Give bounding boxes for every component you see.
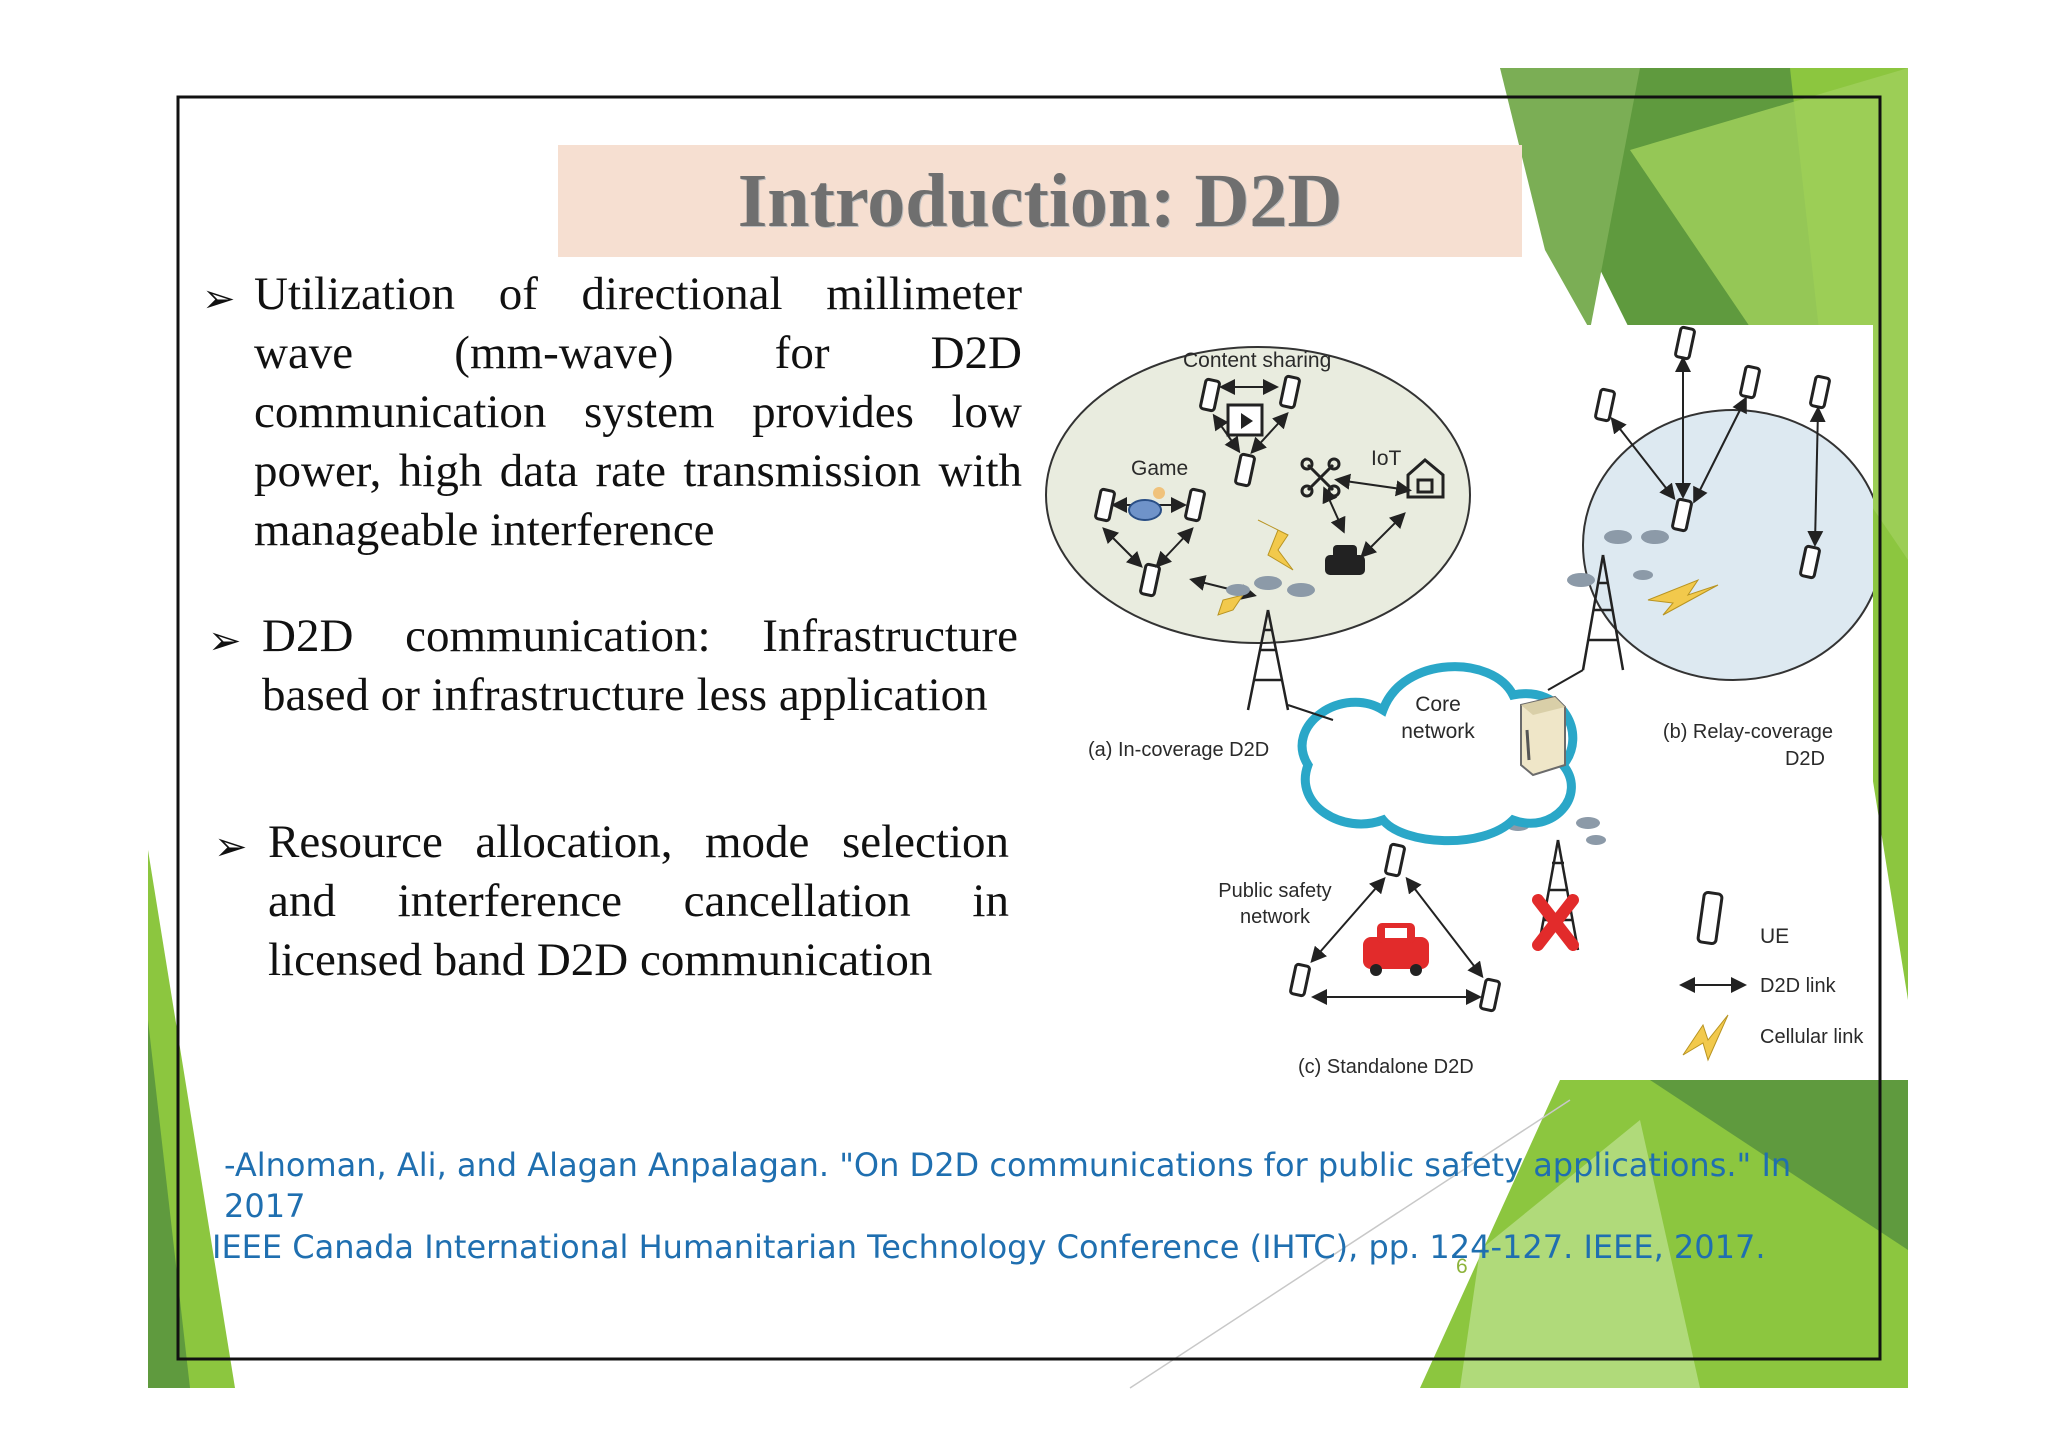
phone-icon [1479,977,1501,1013]
bullet-1-text: Utilization of directional millimeter wa… [254,268,1022,556]
legend-cellular-icon [1682,1014,1729,1062]
green-shape-bottom-dark [1650,1080,1908,1250]
label-relay-coverage-2: D2D [1785,748,1825,770]
car-icon [1325,545,1365,575]
label-content-sharing: Content sharing [1183,349,1331,372]
bullet-3: ➢ Resource allocation, mode selection an… [214,813,1009,990]
title-background [558,145,1522,257]
label-game: Game [1131,457,1188,480]
decor-line [1129,1099,1571,1389]
relay-coverage-area [1582,409,1873,681]
label-public-safety-2: network [1240,906,1311,928]
phone-icon [1799,544,1821,580]
legend-ue-icon [1696,891,1724,945]
bullet-2-text: D2D communication: Infrastructure based … [262,610,1018,721]
arrow-bullet-icon: ➢ [214,824,248,869]
bullet-1: ➢ Utilization of directional millimeter … [202,265,1022,560]
tower-icon [1246,609,1290,711]
legend-d2d-label: D2D link [1760,975,1837,997]
server-icon [1520,695,1566,777]
green-shape-top-mid [1500,68,1640,330]
tower-icon [1581,554,1625,671]
label-standalone: (c) Standalone D2D [1298,1056,1474,1078]
cell-towers [1246,554,1625,951]
ue-phones [1094,325,1831,1013]
label-iot: IoT [1371,447,1402,470]
phone-icon [1671,497,1693,533]
phone-icon [1289,962,1311,998]
reference-citation: -Alnoman, Ali, and Alagan Anpalagan. "On… [212,1145,1832,1268]
phone-icon [1199,377,1221,413]
slide-frame [176,95,1882,1361]
gamepad-icon [1128,487,1165,521]
arrow-bullet-icon: ➢ [208,618,242,663]
phone-icon [1739,364,1761,400]
legend-cellular-label: Cellular link [1760,1026,1864,1048]
slide-title: Introduction: D2D [737,158,1343,243]
label-in-coverage: (a) In-coverage D2D [1088,739,1269,761]
reference-line-1: -Alnoman, Ali, and Alagan Anpalagan. "On… [224,1146,1792,1225]
police-car-icon [1363,923,1429,976]
label-relay-coverage-1: (b) Relay-coverage [1663,721,1833,743]
drone-icon [1300,457,1341,498]
d2d-scenarios-figure: Content sharing Game IoT Core network (a… [1043,325,1873,1080]
legend-ue-label: UE [1760,925,1789,948]
label-public-safety-1: Public safety [1218,880,1331,902]
phone-icon [1594,387,1616,423]
phone-icon [1184,487,1206,523]
house-icon [1406,458,1445,499]
phone-icon [1279,374,1301,410]
backhaul-links [1287,669,1584,721]
green-shape-bottom-light [1460,1120,1700,1388]
label-core-network-2: network [1401,720,1475,743]
cellular-link-bolts [1217,519,1729,1062]
phone-icon [1384,842,1406,878]
reference-line-2: IEEE Canada International Humanitarian T… [212,1228,1766,1266]
no-infrastructure-icon [1532,894,1579,951]
phone-icon [1139,562,1161,598]
bullet-2: ➢ D2D communication: Infrastructure base… [208,607,1018,725]
arrow-bullet-icon: ➢ [202,276,236,321]
phone-icon [1234,452,1256,488]
label-core-network-1: Core [1415,693,1461,716]
page-number: 6 [1456,1255,1468,1278]
bullet-3-text: Resource allocation, mode selection and … [268,816,1009,986]
content-sharing-icon [1226,403,1264,437]
